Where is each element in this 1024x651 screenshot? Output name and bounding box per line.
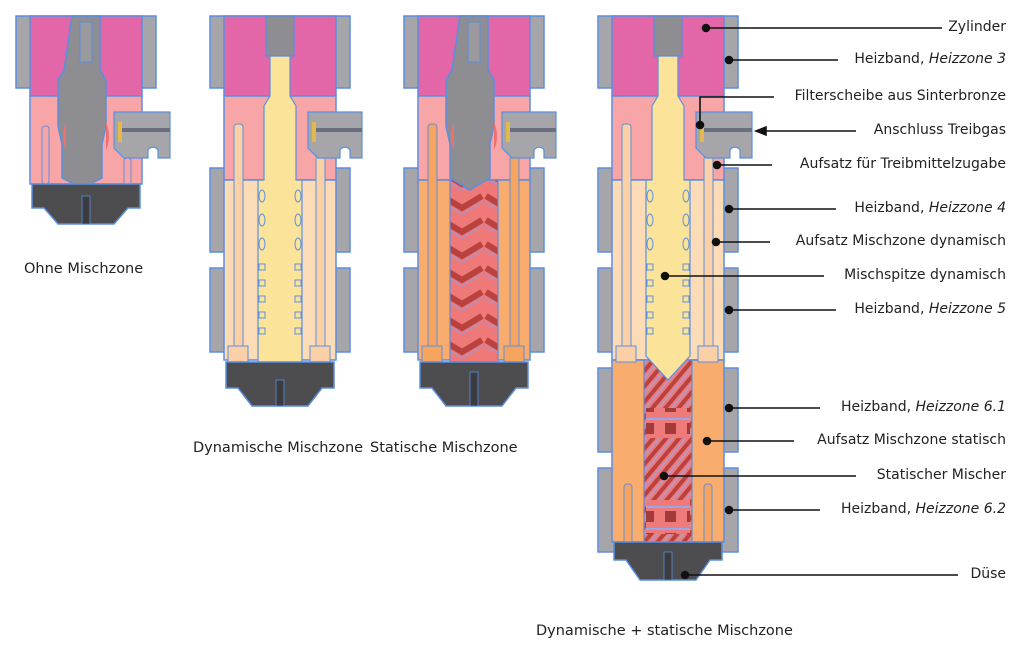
- leader-duese: [680, 570, 958, 580]
- caption-dynamische-mischzone: Dynamische Mischzone: [193, 440, 364, 456]
- variant-statische-mischzone: [403, 15, 557, 407]
- variant-ohne-mischzone: [15, 15, 171, 225]
- filter-disc: [118, 122, 122, 142]
- screw-tip: [57, 15, 107, 189]
- gas-connector: [501, 111, 557, 159]
- filter-disc: [700, 122, 704, 142]
- leader-anschluss: [753, 125, 856, 137]
- label-heizband-zone-6-2: Heizband, Heizzone 6.2: [840, 501, 1006, 517]
- label-mischspitze: Mischspitze dynamisch: [844, 267, 1006, 283]
- leader-filterscheibe: [695, 96, 774, 130]
- label-heizband-zone-4: Heizband, Heizzone 4: [854, 200, 1006, 216]
- leader-mischspitze: [660, 271, 824, 281]
- leader-heizband-4: [724, 204, 836, 214]
- leader-treibmittel: [712, 160, 772, 170]
- label-filterscheibe: Filterscheibe aus Sinterbronze: [794, 88, 1006, 104]
- caption-ohne-mischzone: Ohne Mischzone: [24, 261, 144, 277]
- leader-heizband-6-2: [724, 505, 820, 515]
- variant-dynamische-statische-mischzone: [597, 15, 753, 581]
- leader-aufsatz-stat: [702, 436, 794, 446]
- label-aufsatz-statisch: Aufsatz Mischzone statisch: [817, 432, 1006, 448]
- leader-stat-mischer: [659, 471, 856, 481]
- gas-connector: [113, 111, 171, 159]
- caption-kombiniert: Dynamische + statische Mischzone: [536, 623, 793, 639]
- label-zylinder: Zylinder: [948, 19, 1006, 35]
- filter-disc: [506, 122, 510, 142]
- caption-statische-mischzone: Statische Mischzone: [370, 440, 518, 456]
- label-aufsatz-treibmittel: Aufsatz für Treibmittelzugabe: [799, 156, 1006, 172]
- filter-disc: [312, 122, 316, 142]
- leader-aufsatz-dyn: [711, 237, 770, 247]
- label-heizband-zone-3: Heizband, Heizzone 3: [854, 51, 1006, 67]
- leader-heizband-5: [724, 305, 836, 315]
- screw-tip: [445, 15, 495, 191]
- label-heizband-zone-6-1: Heizband, Heizzone 6.1: [840, 399, 1006, 415]
- label-duese: Düse: [970, 566, 1006, 582]
- gas-connector: [307, 111, 363, 159]
- gas-connector: [695, 111, 753, 159]
- label-anschluss-treibgas: Anschluss Treibgas: [873, 122, 1006, 138]
- leader-zylinder: [701, 23, 942, 33]
- leader-heizband-3: [724, 55, 838, 65]
- leader-heizband-6-1: [724, 403, 820, 413]
- variant-dynamische-mischzone: [209, 15, 363, 407]
- label-aufsatz-dynamisch: Aufsatz Mischzone dynamisch: [795, 233, 1006, 249]
- label-statischer-mischer: Statischer Mischer: [876, 467, 1006, 483]
- leader-lines: [659, 23, 958, 580]
- static-mixer: [449, 179, 499, 363]
- dynamic-mixing-tip: [645, 55, 691, 381]
- label-heizband-zone-5: Heizband, Heizzone 5: [854, 301, 1006, 317]
